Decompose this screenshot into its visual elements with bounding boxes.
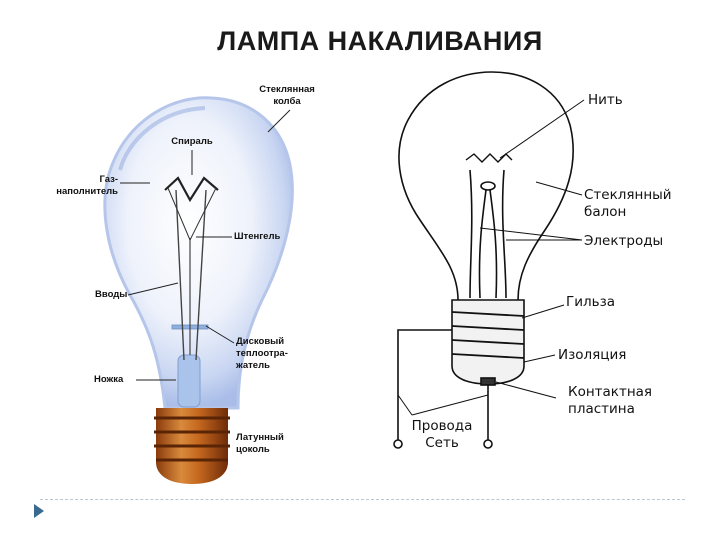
label-insulation: Изоляция bbox=[558, 347, 648, 364]
label-contact-plate: Контактная пластина bbox=[568, 384, 668, 418]
label-network: Сеть bbox=[402, 435, 482, 452]
label-glass-bulb-right: Стеклянный балон bbox=[584, 187, 694, 221]
slide-arrow-icon bbox=[34, 504, 44, 518]
label-wires: Провода bbox=[402, 418, 482, 435]
footer-divider bbox=[40, 499, 685, 500]
label-electrodes: Электроды bbox=[584, 233, 684, 250]
label-sleeve: Гильза bbox=[566, 294, 636, 311]
schematic-filament bbox=[466, 154, 512, 162]
label-filament: Нить bbox=[588, 92, 648, 109]
schematic-bulb-outline bbox=[399, 72, 573, 300]
